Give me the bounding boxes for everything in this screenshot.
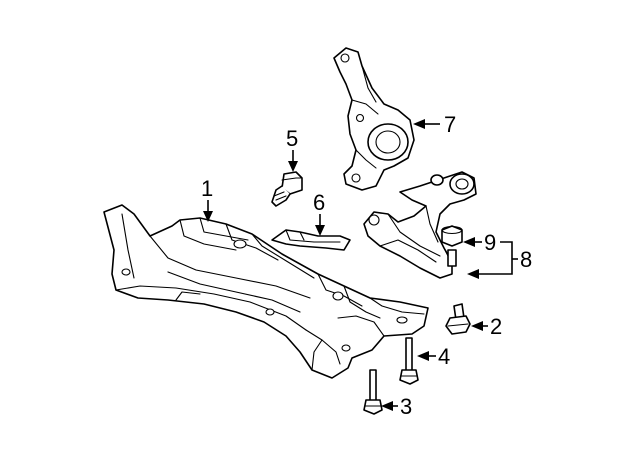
callout-6: 6 <box>313 190 325 215</box>
callout-5: 5 <box>286 126 298 151</box>
callout-2: 2 <box>490 314 502 339</box>
bolt-part-3 <box>363 369 383 415</box>
bolt-part-5 <box>271 171 303 207</box>
callout-4: 4 <box>438 344 450 369</box>
callout-8: 8 <box>520 247 532 272</box>
leader-lines <box>203 119 518 411</box>
bracket-part-6 <box>271 229 351 251</box>
subframe-part <box>103 204 429 379</box>
ball-joint-part-9 <box>441 225 463 247</box>
nut-part-2 <box>445 303 471 335</box>
callout-3: 3 <box>400 394 412 419</box>
callout-1: 1 <box>201 176 213 201</box>
lower-control-arm-part-8 <box>363 171 477 279</box>
bolt-part-4 <box>399 337 419 385</box>
callout-9: 9 <box>484 230 496 255</box>
callout-labels: 1 2 3 4 5 6 7 8 9 <box>201 112 532 419</box>
callout-7: 7 <box>444 112 456 137</box>
steering-knuckle-part-7 <box>333 47 415 191</box>
